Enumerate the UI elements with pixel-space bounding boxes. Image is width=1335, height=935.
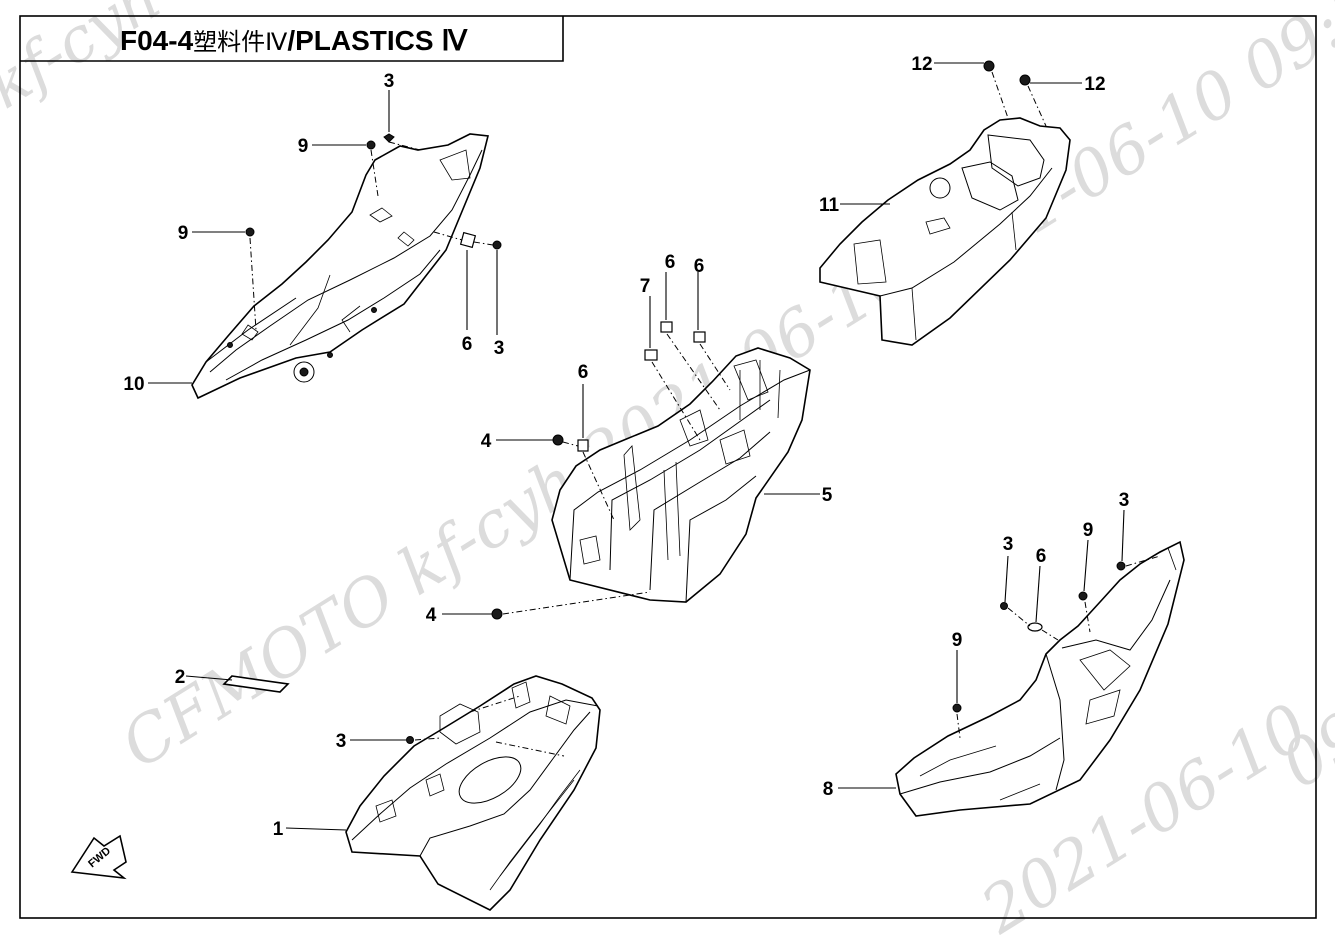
callout-6a: 6 <box>462 334 473 355</box>
screw-3b-icon <box>492 240 502 250</box>
part-10-left-side-cover <box>191 133 489 400</box>
title-box <box>20 16 564 62</box>
callout-9d: 9 <box>952 630 963 651</box>
callout-6c: 6 <box>694 256 705 277</box>
callout-6e: 6 <box>1036 546 1047 567</box>
callout-2: 2 <box>175 667 186 688</box>
screw-9b-icon <box>245 227 255 237</box>
bolt-4a-icon <box>552 434 564 446</box>
callout-3c: 3 <box>336 731 347 752</box>
fasteners <box>245 60 1126 744</box>
callout-3b: 3 <box>494 338 505 359</box>
screw-9a-icon <box>366 140 376 150</box>
callout-4b: 4 <box>426 605 437 626</box>
nut-6a-icon <box>459 231 477 249</box>
callout-9c: 9 <box>1083 520 1094 541</box>
callout-11: 11 <box>819 195 840 216</box>
callout-3e: 3 <box>1119 490 1130 511</box>
nut-6e-icon <box>1027 622 1043 632</box>
callout-3d: 3 <box>1003 534 1014 555</box>
title-block: F04-4塑料件Ⅳ/PLASTICS Ⅳ <box>20 16 564 62</box>
fwd-arrow-icon: FWD <box>70 834 127 880</box>
page-title: F04-4塑料件Ⅳ/PLASTICS Ⅳ <box>120 25 468 56</box>
bolt-12b-icon <box>1019 74 1031 86</box>
callout-7: 7 <box>640 276 651 297</box>
callout-12a: 12 <box>911 54 932 75</box>
screw-3c-icon <box>406 736 414 744</box>
drawing-frame <box>19 15 1317 919</box>
bolt-12a-icon <box>983 60 995 72</box>
callout-12b: 12 <box>1084 74 1105 95</box>
screw-9c-icon <box>1078 591 1088 601</box>
callout-8: 8 <box>823 779 834 800</box>
screw-3a-icon <box>383 133 395 143</box>
callout-6b: 6 <box>665 252 676 273</box>
assembly-lines <box>249 71 1161 757</box>
callouts: 3 9 9 6 3 10 12 12 11 7 6 6 6 4 4 5 2 3 … <box>123 54 1129 840</box>
callout-5: 5 <box>822 485 833 506</box>
callout-9a: 9 <box>298 136 309 157</box>
part-11-rear-tail-cover <box>819 117 1071 346</box>
bolt-4b-icon <box>491 608 503 620</box>
callout-9b: 9 <box>178 223 189 244</box>
callout-1: 1 <box>273 819 284 840</box>
nut-6c-icon <box>693 331 706 343</box>
leader-lines <box>148 62 1125 831</box>
callout-6d: 6 <box>578 362 589 383</box>
part-1-lower-cover <box>345 675 601 911</box>
callout-4a: 4 <box>481 431 492 452</box>
screw-3e-icon <box>1116 561 1126 571</box>
screw-9d-icon <box>952 703 962 713</box>
part-5-storage-box <box>551 347 811 603</box>
screw-3d-icon <box>1000 602 1008 610</box>
part-2-foam-strip <box>222 675 290 693</box>
nut-6b-icon <box>660 321 673 333</box>
callout-3a: 3 <box>384 71 395 92</box>
callout-10: 10 <box>123 374 144 395</box>
part-8-right-side-cover <box>895 540 1185 817</box>
clip-7-icon <box>644 349 658 361</box>
nut-6d-icon <box>577 439 589 452</box>
